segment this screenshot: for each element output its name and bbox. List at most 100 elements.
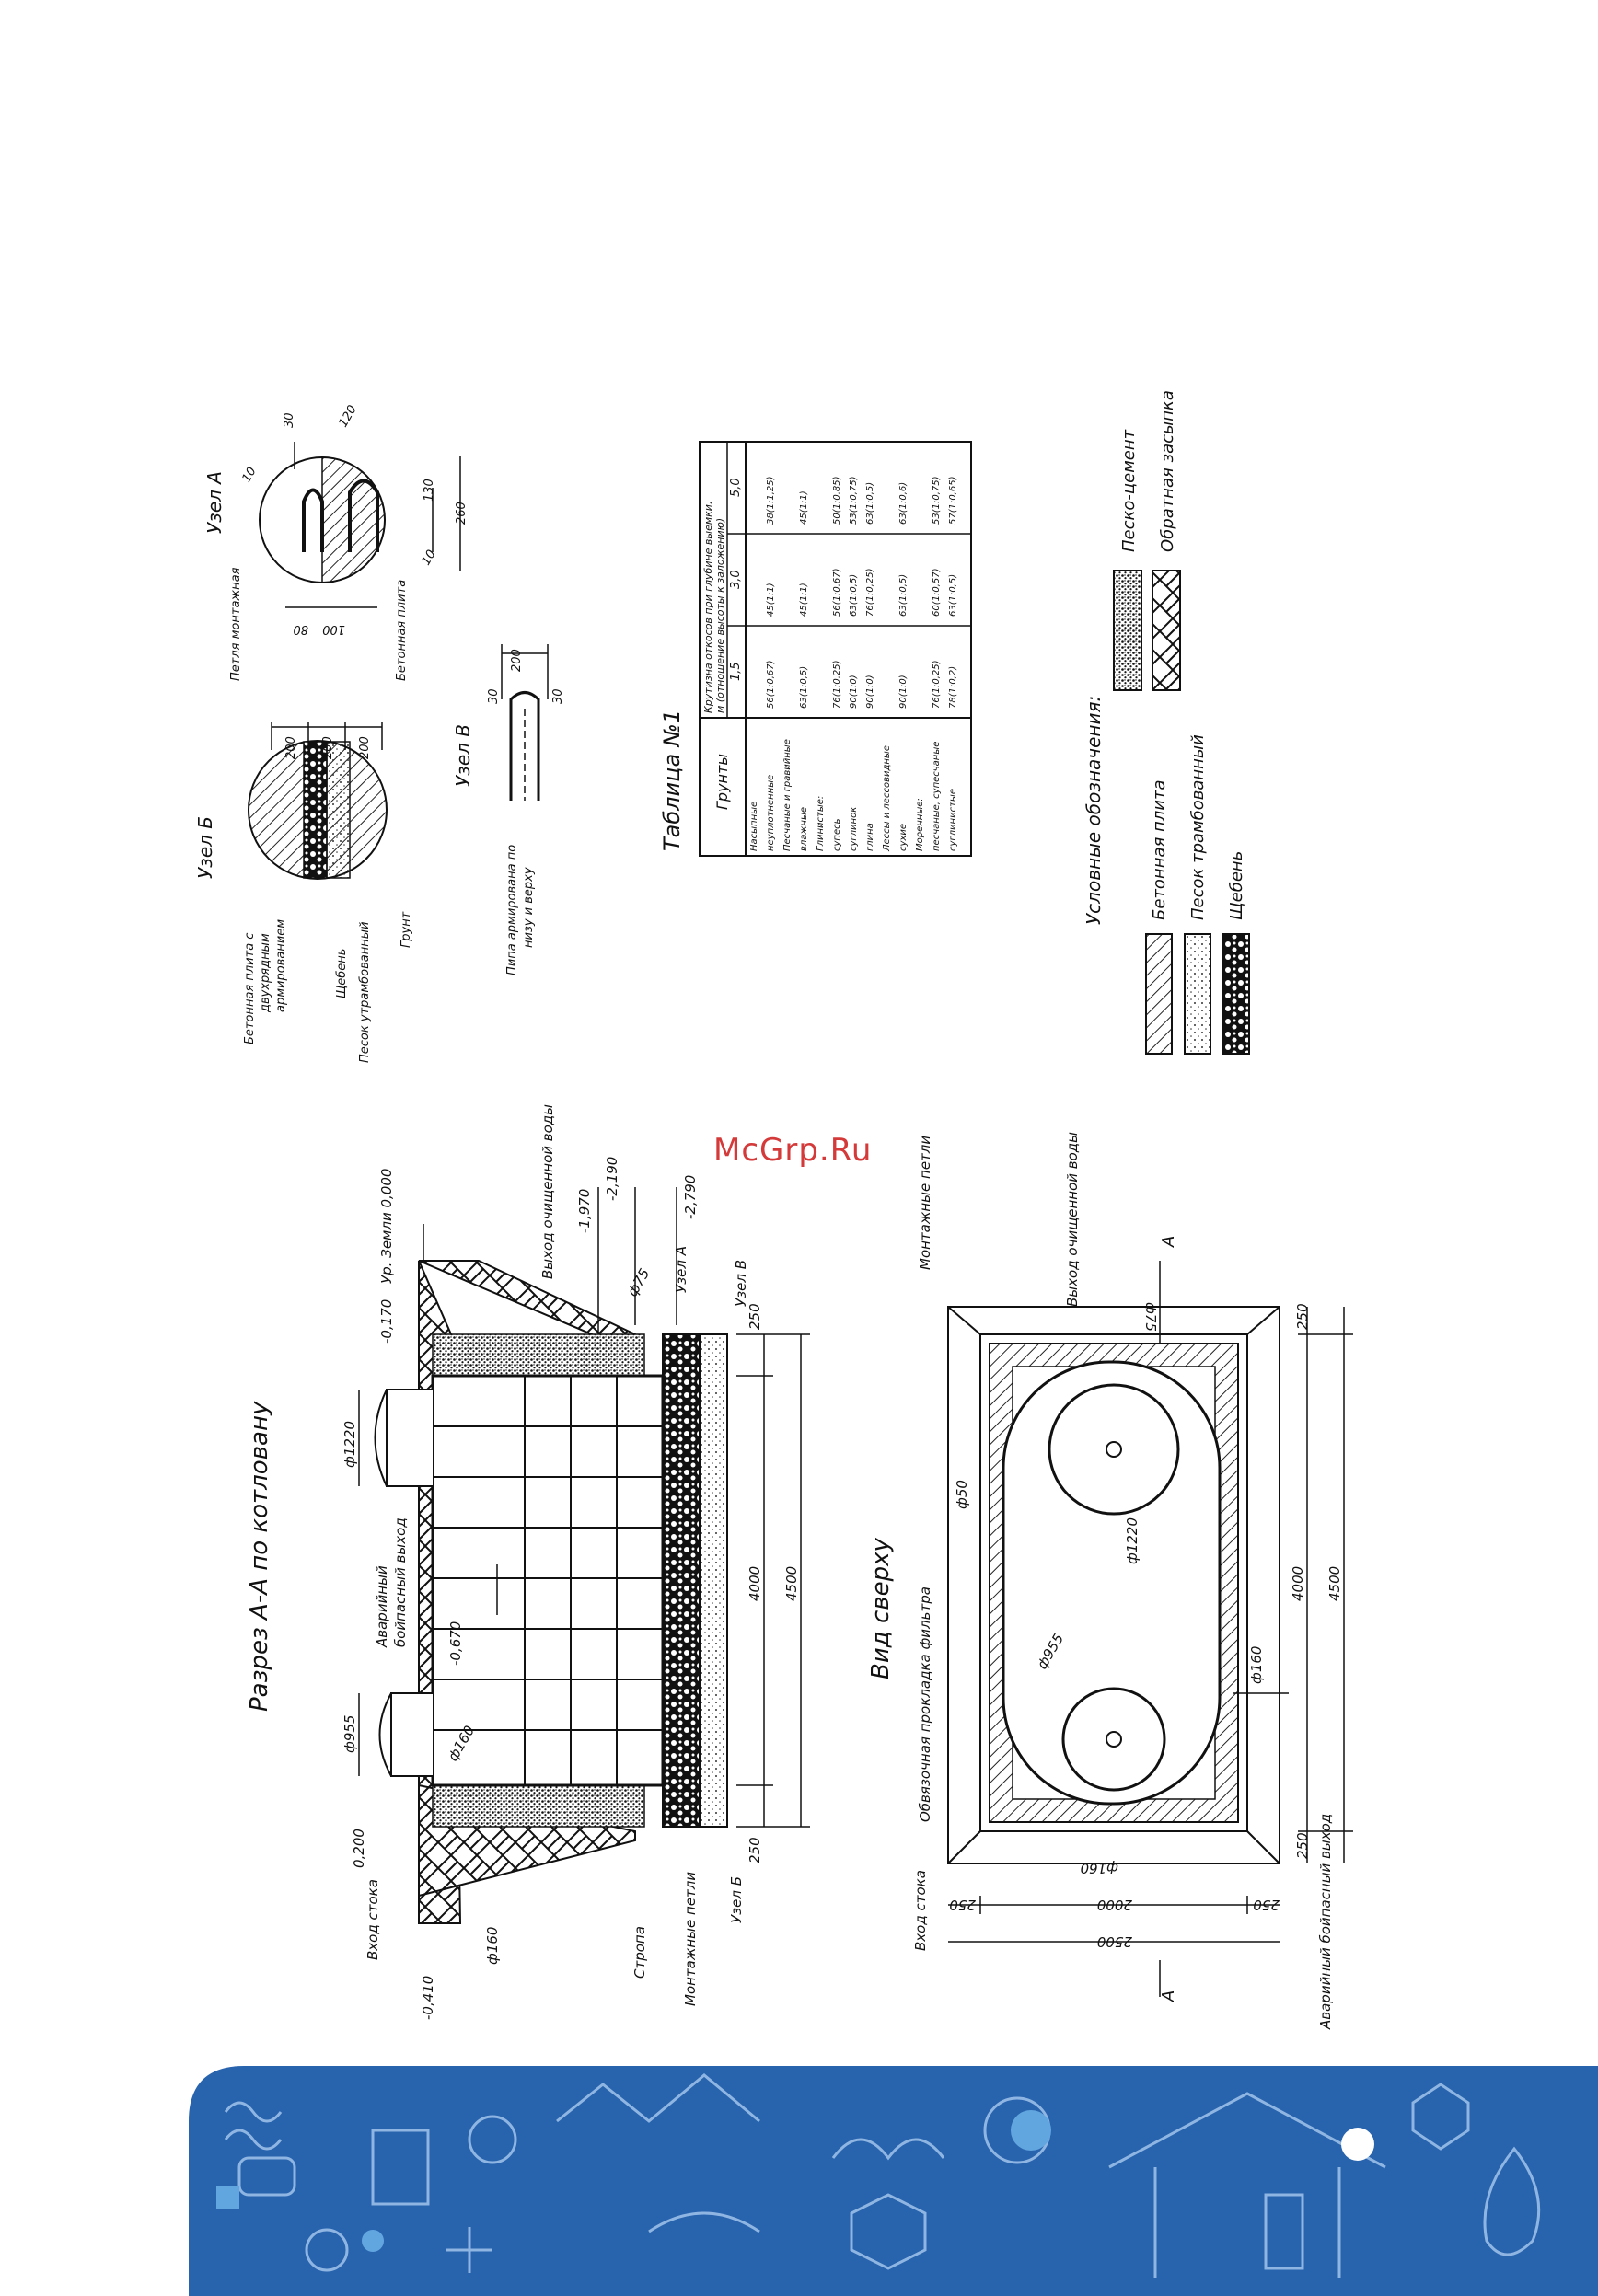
legend-swatch-concrete xyxy=(1145,933,1173,1055)
label-4500: 4500 xyxy=(783,1566,800,1601)
legend-swatch-sandcement xyxy=(1113,570,1142,691)
label-ground: Ур. Земли 0,000 xyxy=(378,1169,395,1284)
legend-swatch-backfill xyxy=(1152,570,1181,691)
section-dims xyxy=(358,1187,810,1828)
node-v-30a: 30 xyxy=(487,688,501,704)
table-cell-value: 50(1:0,85) xyxy=(832,476,842,525)
table-depth: 1,5 xyxy=(729,662,743,681)
node-a-100: 100 xyxy=(322,622,345,636)
table-cell-soil: супесь xyxy=(832,818,842,851)
top-view: Вид сверху Монтажные петли Выход xyxy=(867,1132,1353,2030)
label-2790: -2,790 xyxy=(682,1175,699,1219)
table-cell-value: 38(1:1,25) xyxy=(766,476,776,525)
node-v-pipe2: низу и верху xyxy=(522,867,536,948)
node-b-slab3: армированием xyxy=(274,919,288,1012)
table-cell-value: 63(1:0,5) xyxy=(865,482,875,525)
table-cell-soil: Песчаные и гравийные xyxy=(782,739,793,851)
table-cell-value: 45(1:1) xyxy=(766,583,776,617)
node-b-200c: 200 xyxy=(358,736,372,759)
top-label-cut-a2: А xyxy=(1159,1990,1178,2002)
table-cell-soil: неуплотненные xyxy=(766,775,776,851)
pipe-icon xyxy=(509,691,540,801)
top-label-d75: ф75 xyxy=(1142,1302,1159,1332)
node-a: Узел А Петля монтажная Бетонная плита 30… xyxy=(203,403,469,681)
table-title: Таблица №1 xyxy=(659,710,685,851)
node-v-pipe: Пипа армирована по xyxy=(505,845,519,975)
node-a-title: Узел А xyxy=(203,471,226,534)
top-label-250d: 250 xyxy=(1253,1897,1280,1913)
neck-large xyxy=(386,1389,433,1487)
node-a-260: 260 xyxy=(455,502,469,525)
node-a-130: 130 xyxy=(423,479,436,502)
label-d75: ф75 xyxy=(624,1265,654,1299)
legend: Условные обозначения: Бетонная плита Пес… xyxy=(1083,390,1250,1055)
table-cell-value: 90(1:0) xyxy=(849,675,859,709)
watermark: McGrp.Ru xyxy=(713,1132,873,1169)
pit-outline xyxy=(947,1306,1280,1864)
legend-swatch-gravel xyxy=(1222,933,1250,1055)
table-header-soil: Грунты xyxy=(713,754,731,810)
top-label-4500: 4500 xyxy=(1326,1566,1343,1601)
top-label-cut-a1: А xyxy=(1159,1236,1178,1248)
table-cell-value: 45(1:1) xyxy=(799,583,809,617)
sand-cement-bottom xyxy=(432,1784,645,1828)
label-0410: -0,410 xyxy=(420,1976,436,2020)
top-label-emergency: Аварийный бойпасный выход xyxy=(1317,1814,1334,2030)
node-b-dims xyxy=(271,722,383,750)
neck-small-cap xyxy=(378,1692,392,1777)
top-label-250a: 250 xyxy=(1294,1303,1311,1330)
top-label-d1220: ф1220 xyxy=(1124,1517,1141,1564)
neck-large-cap xyxy=(374,1389,388,1487)
loop-icon xyxy=(302,488,324,552)
table-cell-value: 90(1:0) xyxy=(865,675,875,709)
table-cell-value: 56(1:0,67) xyxy=(832,568,842,617)
node-b-soil: Грунт xyxy=(400,911,413,948)
node-a-30: 30 xyxy=(283,412,296,428)
soil-table: Таблица №1 Грунты Крутизна откосов при г… xyxy=(659,441,972,857)
table-cell-value: 56(1:0,67) xyxy=(766,660,776,709)
node-b-200b: 200 xyxy=(321,736,335,759)
table-cell-value: 63(1:0,5) xyxy=(898,574,909,617)
table-cell-soil: глина xyxy=(865,823,875,851)
label-straps: Монтажные петли xyxy=(682,1872,699,2006)
label-0670: -0,670 xyxy=(447,1621,464,1666)
label-d160b: ф160 xyxy=(484,1927,501,1965)
label-250a: 250 xyxy=(747,1303,763,1330)
table-cell-soil: суглинистые xyxy=(948,789,958,851)
label-0200: 0,200 xyxy=(351,1829,367,1868)
node-a-dims xyxy=(285,442,461,608)
tank-ribs xyxy=(433,1376,663,1785)
legend-title: Условные обозначения: xyxy=(1083,696,1105,925)
node-a-10a: 10 xyxy=(239,465,259,485)
label-node-a: Узел А xyxy=(673,1246,689,1293)
neck-large-plan xyxy=(1048,1383,1180,1516)
legend-item-sandcement: Песко-цемент xyxy=(1119,429,1139,552)
top-label-inlet: Вход стока xyxy=(912,1870,929,1951)
section-view: Разрез А-А по котловану xyxy=(246,1104,810,2020)
gravel-bed xyxy=(662,1333,701,1828)
table-cell-soil: песчаные, супесчаные xyxy=(932,742,942,851)
table-cell-value: 63(1:0,5) xyxy=(799,666,809,709)
node-b: Узел Б Бетонная плита с двухрядным армир… xyxy=(194,722,413,1063)
top-label-2000: 2000 xyxy=(1097,1897,1132,1913)
table-cell-soil: влажные xyxy=(799,807,809,851)
label-emergency: Аварийный xyxy=(374,1565,390,1648)
label-node-v: Узел В xyxy=(733,1260,749,1307)
legend-item-gravel: Щебень xyxy=(1227,851,1246,920)
legend-swatch-sand xyxy=(1184,933,1211,1055)
top-dims xyxy=(948,1261,1353,1997)
node-b-200a: 200 xyxy=(284,736,298,759)
table-cell-value: 76(1:0,25) xyxy=(932,660,942,709)
table-cell-value: 78(1:0,2) xyxy=(948,666,958,709)
table-cell-value: 76(1:0,25) xyxy=(832,660,842,709)
tank-body xyxy=(431,1374,665,1787)
table-cell-soil: Лессы и лессовидные xyxy=(882,745,892,852)
sand-bed xyxy=(699,1333,728,1828)
label-250b: 250 xyxy=(747,1837,763,1863)
table-cell-value: 53(1:0,75) xyxy=(932,476,942,525)
table-header-top: Крутизна откосов при глубине выемки, xyxy=(702,502,714,713)
node-b-slab: Бетонная плита с xyxy=(243,933,257,1044)
top-label-250b: 250 xyxy=(1294,1832,1311,1859)
neck-small xyxy=(390,1692,433,1777)
